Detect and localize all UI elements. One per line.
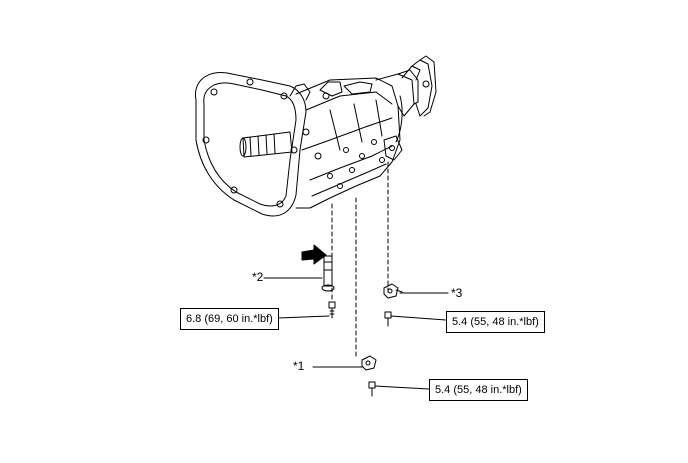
bolt-bottom	[368, 381, 376, 397]
install-arrow-icon	[301, 244, 327, 265]
part-1-clamp	[361, 355, 377, 371]
bolt-right	[384, 311, 392, 327]
torque-callout-left: 6.8 (69, 60 in.*lbf)	[180, 308, 279, 330]
part-3-clamp	[383, 283, 403, 299]
torque-callout-right: 5.4 (55, 48 in.*lbf)	[446, 311, 545, 333]
part-label-3: *3	[451, 286, 463, 300]
leader-lines	[263, 277, 449, 390]
bolt-left	[328, 301, 336, 319]
transmission-assembly	[194, 55, 437, 217]
part-label-1: *1	[293, 359, 305, 373]
alignment-lines	[331, 161, 389, 357]
torque-callout-bottom: 5.4 (55, 48 in.*lbf)	[429, 379, 528, 401]
part-label-2: *2	[252, 270, 264, 284]
part-2-pin	[321, 255, 335, 292]
